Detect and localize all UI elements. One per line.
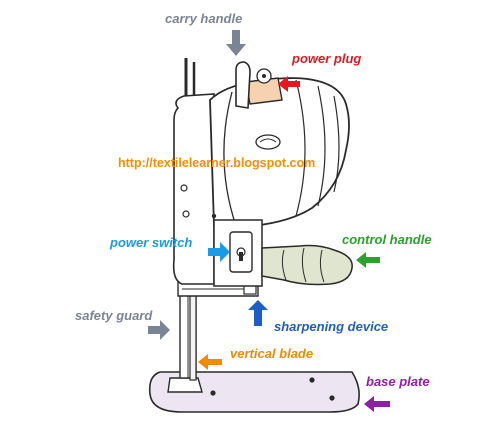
vertical-blade-arrow bbox=[198, 354, 222, 370]
label-control-handle: control handle bbox=[342, 232, 432, 247]
carry-handle-shape bbox=[235, 61, 251, 109]
power-plug-arrow bbox=[278, 76, 300, 92]
brand-emblem bbox=[255, 134, 281, 150]
power-switch-arrow bbox=[208, 242, 230, 262]
safety-guard-arrow bbox=[148, 320, 170, 340]
label-power-switch: power switch bbox=[110, 235, 193, 250]
base-plate-hole bbox=[329, 395, 335, 401]
control-handle-arrow bbox=[356, 252, 380, 268]
label-carry-handle: carry handle bbox=[165, 11, 243, 26]
label-safety-guard: safety guard bbox=[75, 308, 153, 323]
base-plate-hole bbox=[309, 377, 315, 383]
base-plate-hole bbox=[210, 390, 216, 396]
website-watermark: http://textilelearner.blogspot.com bbox=[118, 156, 316, 170]
label-power-plug: power plug bbox=[292, 51, 362, 66]
sharpening-device-arrow bbox=[248, 300, 268, 326]
label-sharpening-device: sharpening device bbox=[274, 319, 389, 334]
vertical-blade-shape bbox=[189, 295, 197, 381]
label-vertical-blade: vertical blade bbox=[230, 346, 314, 361]
roller-foot bbox=[167, 377, 203, 393]
carry-handle-arrow bbox=[226, 30, 246, 56]
front-plate bbox=[172, 93, 215, 285]
base-plate-arrow bbox=[364, 396, 390, 412]
label-base-plate: base plate bbox=[366, 374, 430, 389]
base-plate-shape bbox=[148, 371, 360, 413]
control-handle-shape bbox=[261, 244, 353, 286]
